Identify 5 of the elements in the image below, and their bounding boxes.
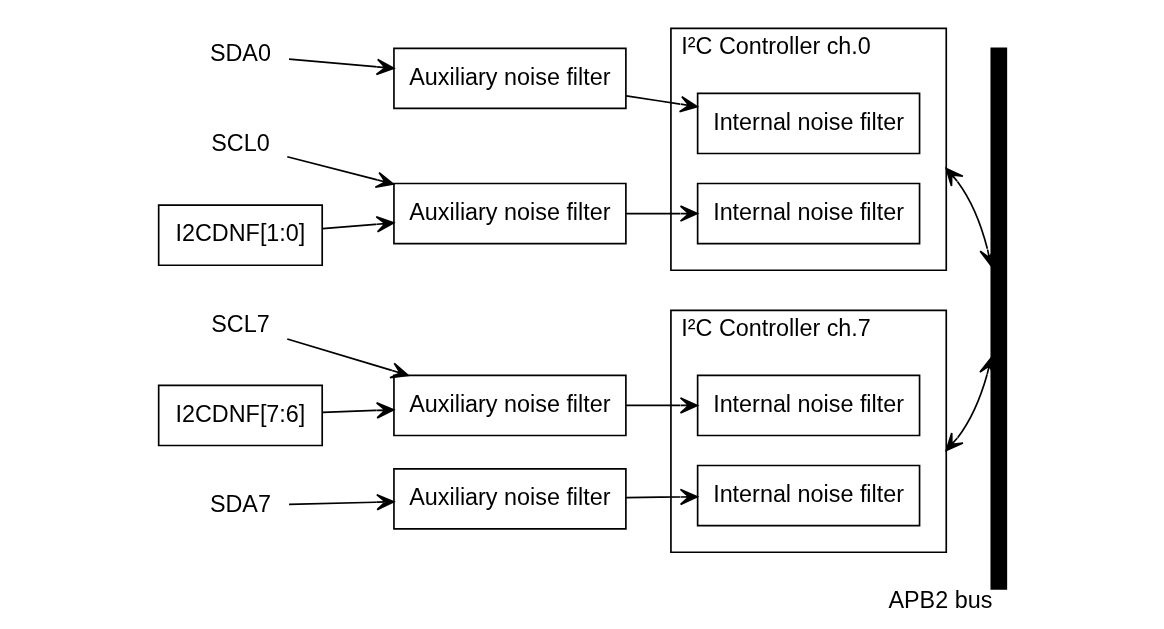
node-text: SDA7 [209,490,271,517]
node-text: SCL0 [210,130,270,157]
node-text: SCL7 [210,310,270,337]
node-text: SDA0 [209,40,271,67]
node-label: APB2 bus [887,586,992,613]
